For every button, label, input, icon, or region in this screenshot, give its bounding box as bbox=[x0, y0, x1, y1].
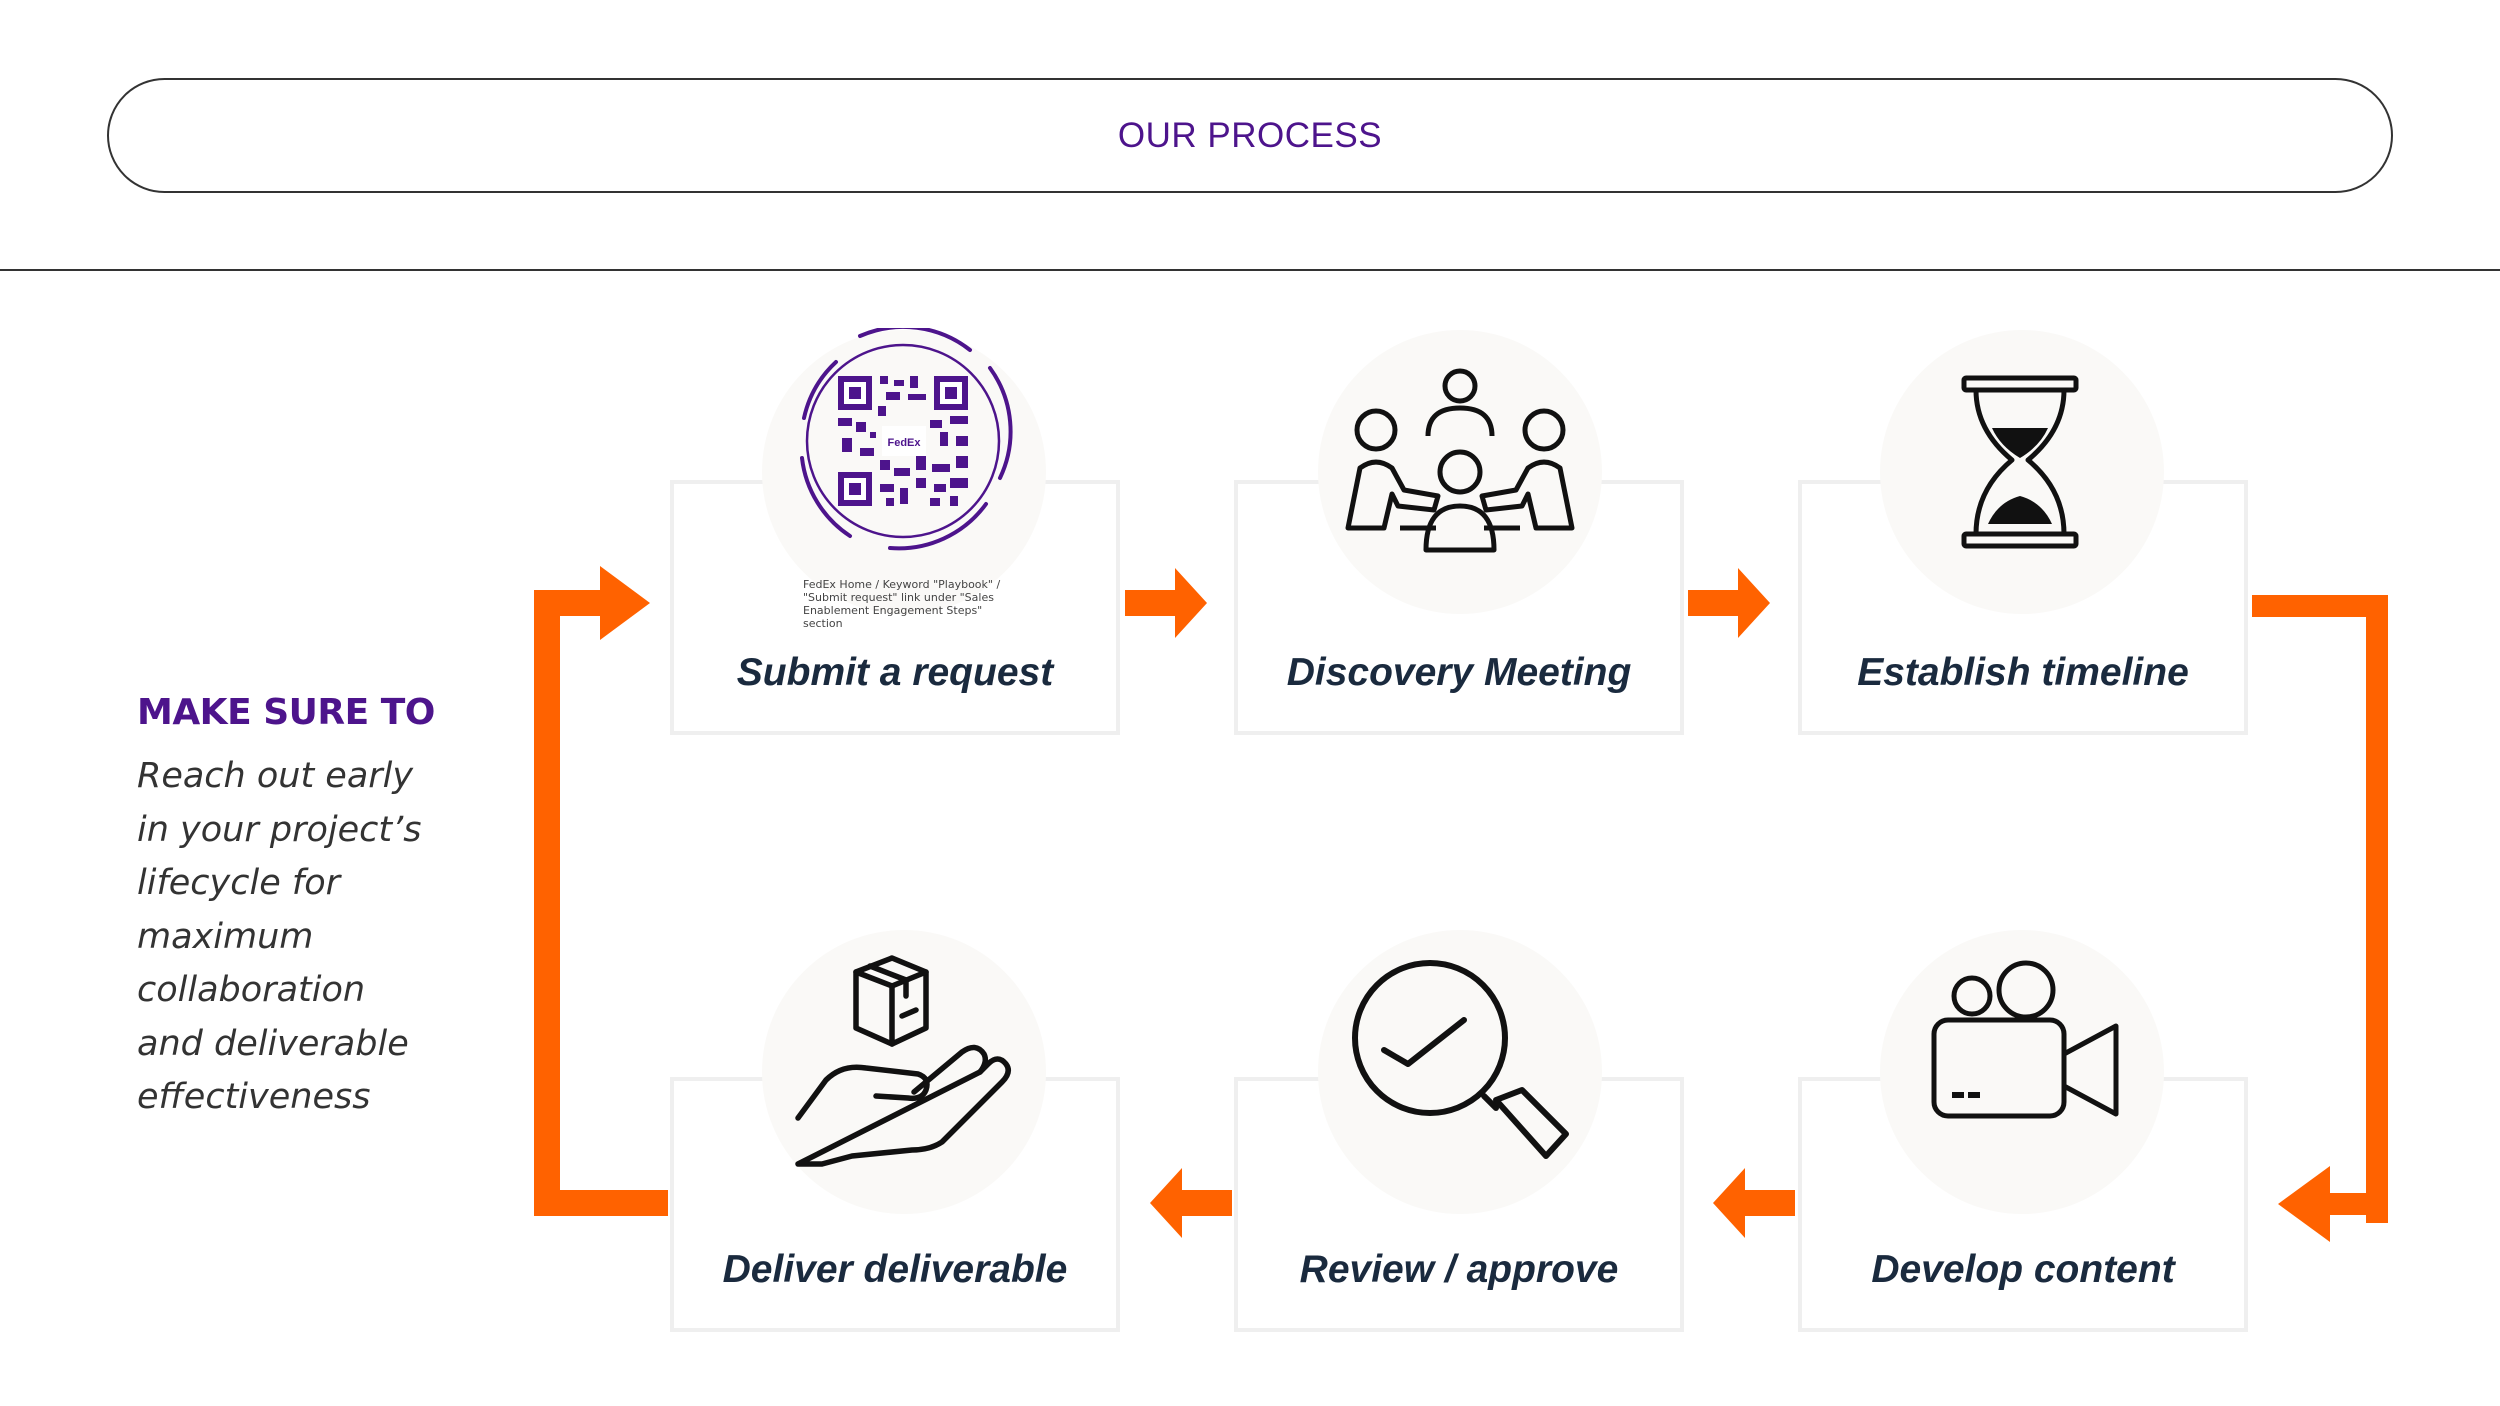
sidebar-line: in your project’s bbox=[137, 809, 422, 850]
loop-left-head bbox=[600, 566, 650, 640]
loop-right-bottom bbox=[2325, 1193, 2388, 1215]
sidebar-line: effectiveness bbox=[137, 1077, 371, 1117]
loop-right-top bbox=[2252, 595, 2388, 617]
sidebar-line: and deliverable bbox=[137, 1023, 409, 1064]
hourglass-icon bbox=[1961, 375, 2079, 549]
qr-code-icon: FedEx bbox=[800, 328, 1013, 551]
arrow-left-2 bbox=[1150, 1168, 1232, 1238]
step-label: Review / approve bbox=[1299, 1248, 1619, 1291]
loop-right-head bbox=[2278, 1166, 2330, 1242]
qr-caption-line: "Submit request" link under "Sales bbox=[803, 591, 994, 604]
step-label: Establish timeline bbox=[1857, 651, 2189, 694]
video-camera-icon bbox=[1931, 960, 2119, 1119]
sidebar-line: maximum bbox=[137, 916, 314, 957]
sidebar-text: Reach out early in your project’s lifecy… bbox=[137, 750, 422, 1125]
arrow-left-1 bbox=[1713, 1168, 1795, 1238]
step-label: Discovery Meeting bbox=[1286, 651, 1632, 694]
arrow-right-2 bbox=[1688, 568, 1770, 638]
loop-right-vertical bbox=[2366, 595, 2388, 1223]
loop-left-vertical bbox=[534, 590, 560, 1216]
arrow-right-1 bbox=[1125, 568, 1207, 638]
sidebar-line: Reach out early bbox=[137, 756, 414, 796]
qr-caption-line: section bbox=[803, 617, 843, 630]
step-label: Deliver deliverable bbox=[722, 1248, 1068, 1291]
sidebar-line: collaboration bbox=[137, 970, 366, 1010]
qr-caption: FedEx Home / Keyword "Playbook" / "Submi… bbox=[803, 578, 1023, 630]
icon-circle-meeting bbox=[1318, 330, 1602, 614]
header-pill: OUR PROCESS bbox=[107, 78, 2393, 193]
step-label: Submit a request bbox=[736, 651, 1054, 694]
loop-left-top bbox=[534, 590, 604, 616]
qr-brand: FedEx bbox=[887, 437, 921, 449]
page-title: OUR PROCESS bbox=[1117, 115, 1383, 155]
step-label: Develop content bbox=[1871, 1248, 2175, 1291]
header-divider bbox=[0, 269, 2500, 271]
magnifier-check-icon bbox=[1352, 960, 1569, 1159]
sidebar-heading: MAKE SURE TO bbox=[137, 692, 435, 733]
hand-package-icon bbox=[795, 955, 1011, 1167]
qr-caption-line: Enablement Engagement Steps" bbox=[803, 604, 983, 617]
meeting-icon bbox=[1345, 368, 1575, 553]
sidebar-line: lifecycle for bbox=[137, 863, 341, 903]
qr-caption-line: FedEx Home / Keyword "Playbook" / bbox=[803, 578, 1001, 591]
